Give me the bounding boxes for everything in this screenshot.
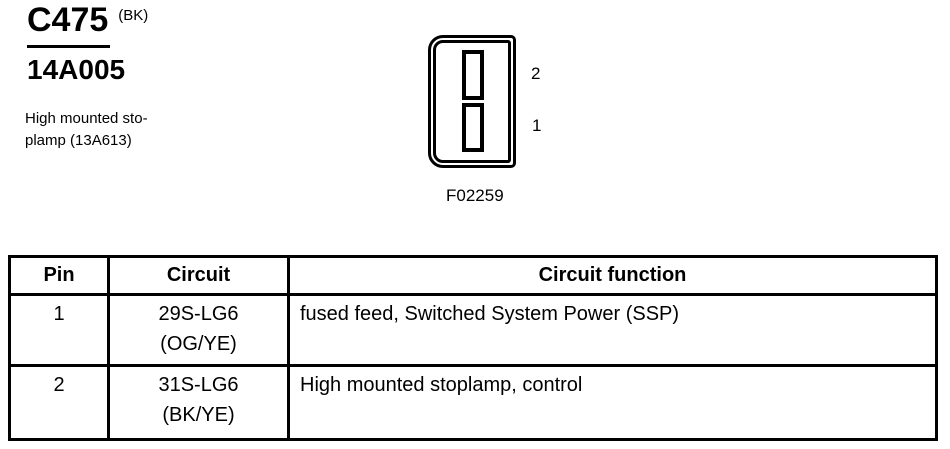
pin-number-cell: 1 xyxy=(8,293,110,367)
pin-1-label: 1 xyxy=(532,116,542,135)
table-row-pin-2: 2 31S-LG6 (BK/YE) High mounted stoplamp,… xyxy=(8,364,938,441)
part-number: 14A005 xyxy=(27,54,126,85)
wire-color-code: (OG/YE) xyxy=(160,333,237,355)
column-header-circuit-function: Circuit function xyxy=(287,255,938,296)
circuit-function-cell: fused feed, Switched System Power (SSP) xyxy=(287,293,938,367)
circuit-cell: 31S-LG6 (BK/YE) xyxy=(107,364,290,441)
figure-number: F02259 xyxy=(446,186,504,205)
column-header-pin: Pin xyxy=(8,255,110,296)
component-description-line2: plamp (13A613) xyxy=(25,132,132,149)
table-header-row: Pin Circuit Circuit function xyxy=(8,255,938,296)
wire-color-code: (BK/YE) xyxy=(162,404,235,426)
connector-diagram xyxy=(428,35,516,168)
circuit-cell: 29S-LG6 (OG/YE) xyxy=(107,293,290,367)
component-description: High mounted sto- plamp (13A613) xyxy=(25,108,148,152)
pin-2-label: 2 xyxy=(531,64,541,83)
connector-id-text: C475 xyxy=(27,1,109,39)
circuit-function-cell: High mounted stoplamp, control xyxy=(287,364,938,441)
title-underline-rule xyxy=(27,45,110,48)
circuit-code: 31S-LG6 xyxy=(158,374,239,396)
table-row-pin-1: 1 29S-LG6 (OG/YE) fused feed, Switched S… xyxy=(8,293,938,367)
connector-color-code: (BK) xyxy=(118,7,149,24)
column-header-circuit: Circuit xyxy=(107,255,290,296)
connector-housing-outline xyxy=(428,35,516,168)
connector-pin-slot-1 xyxy=(462,103,484,152)
connector-inner-outline xyxy=(433,40,511,163)
pinout-table: Pin Circuit Circuit function 1 29S-LG6 (… xyxy=(8,255,938,441)
component-description-line1: High mounted sto- xyxy=(25,110,148,127)
circuit-code: 29S-LG6 xyxy=(158,303,239,325)
pin-number-cell: 2 xyxy=(8,364,110,441)
connector-pin-slot-2 xyxy=(462,50,484,100)
connector-id-heading: C475 (BK) xyxy=(27,2,148,45)
